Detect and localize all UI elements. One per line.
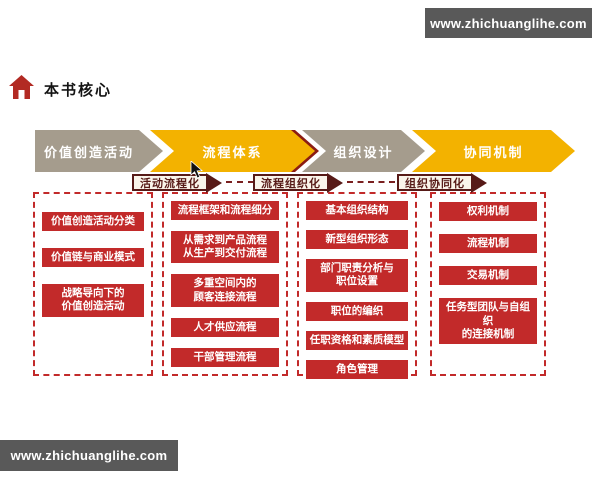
column-process-system: 流程框架和流程细分 从需求到产品流程 从生产到交付流程 多重空间内的 顾客连接流…	[162, 192, 288, 376]
column-value-creation: 价值创造活动分类 价值链与商业模式 战略导向下的 价值创造活动	[33, 192, 153, 376]
transition-arrowhead-icon	[471, 172, 487, 193]
page-title: 本书核心	[44, 82, 113, 99]
process-box: 人才供应流程	[171, 317, 279, 337]
process-box: 角色管理	[306, 359, 408, 379]
process-box: 价值链与商业模式	[42, 248, 144, 268]
dashed-connector	[347, 181, 395, 183]
stage-arrow-synergy: 协同机制	[412, 130, 575, 172]
transition-text: 活动流程化	[132, 174, 206, 191]
process-box: 流程机制	[439, 234, 537, 254]
transition-label-process-to-org: 流程组织化	[253, 172, 343, 193]
process-box: 价值创造活动分类	[42, 212, 144, 232]
transition-text: 流程组织化	[253, 174, 327, 191]
mouse-cursor-icon	[190, 160, 203, 184]
header: 本书核心	[8, 74, 112, 105]
stage-arrow-value-creation: 价值创造活动	[35, 130, 163, 172]
stage-arrow-org-design: 组织设计	[302, 130, 425, 172]
watermark-bottom: www.zhichuanglihe.com	[0, 440, 178, 471]
process-box: 流程框架和流程细分	[171, 201, 279, 221]
process-box: 任务型团队与自组织 的连接机制	[439, 298, 537, 344]
home-icon	[8, 74, 35, 105]
process-box: 多重空间内的 顾客连接流程	[171, 274, 279, 307]
process-box: 交易机制	[439, 266, 537, 286]
process-box: 战略导向下的 价值创造活动	[42, 284, 144, 317]
transition-label-org-to-synergy: 组织协同化	[397, 172, 487, 193]
process-box: 权利机制	[439, 202, 537, 222]
process-box: 新型组织形态	[306, 230, 408, 250]
transition-arrowhead-icon	[327, 172, 343, 193]
process-box: 干部管理流程	[171, 347, 279, 367]
transition-label-activity-to-process: 活动流程化	[132, 172, 222, 193]
process-box: 任职资格和素质模型	[306, 330, 408, 350]
column-synergy: 权利机制 流程机制 交易机制 任务型团队与自组织 的连接机制	[430, 192, 546, 376]
watermark-top: www.zhichuanglihe.com	[425, 8, 592, 38]
process-box: 职位的编织	[306, 301, 408, 321]
column-org-design: 基本组织结构 新型组织形态 部门职责分析与 职位设置 职位的编织 任职资格和素质…	[297, 192, 417, 379]
process-box: 基本组织结构	[306, 201, 408, 221]
transition-text: 组织协同化	[397, 174, 471, 191]
process-box: 从需求到产品流程 从生产到交付流程	[171, 231, 279, 264]
stage-arrow-process-system: 流程体系	[150, 130, 315, 172]
process-box: 部门职责分析与 职位设置	[306, 259, 408, 292]
dashed-connector	[226, 181, 254, 183]
transition-arrowhead-icon	[206, 172, 222, 193]
